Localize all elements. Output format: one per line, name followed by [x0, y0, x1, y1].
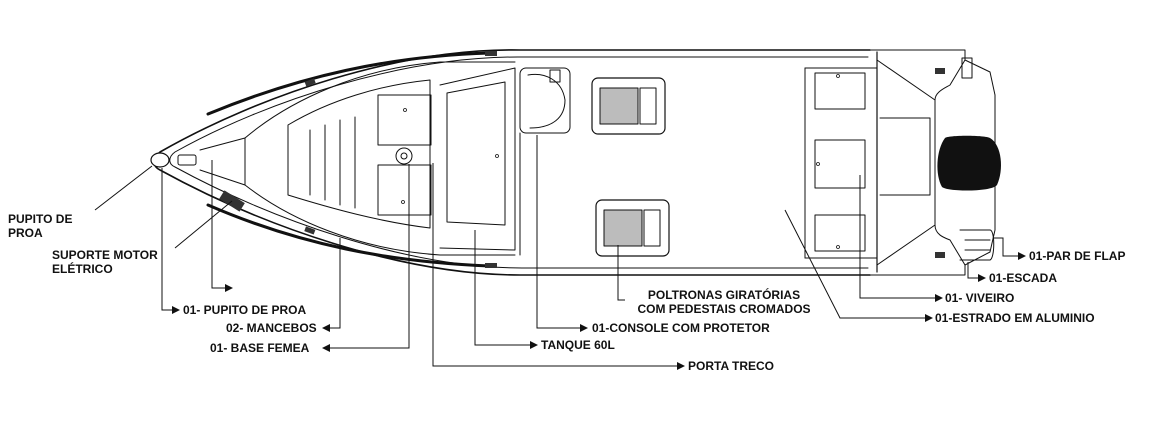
storage-lid-bottom — [377, 164, 432, 216]
motor — [937, 135, 1002, 191]
label-par-de-flap: 01-PAR DE FLAP — [1029, 249, 1126, 263]
bow-deck-line-top — [199, 137, 246, 151]
seat-top — [591, 77, 666, 135]
gunwale-rail-top — [206, 51, 492, 116]
label-suporte-motor: SUPORTE MOTOR ELÉTRICO — [52, 248, 158, 276]
gunwale-rail-bottom — [206, 203, 492, 268]
console-protector — [519, 67, 571, 134]
label-pupito-de-proa-left: PUPITO DE PROA — [8, 212, 73, 240]
label-tanque: TANQUE 60L — [541, 338, 615, 352]
label-porta-treco: PORTA TRECO — [688, 359, 774, 373]
ladder — [959, 229, 995, 261]
bow-pulpit — [150, 152, 170, 168]
aft-deck-panel — [804, 67, 878, 259]
deck-outline — [244, 61, 516, 256]
label-poltronas: POLTRONAS GIRATÓRIAS COM PEDESTAIS CROMA… — [637, 288, 811, 316]
label-console: 01-CONSOLE COM PROTETOR — [592, 321, 770, 335]
viveiro-mid — [814, 139, 866, 189]
label-pupito-de-proa: 01- PUPITO DE PROA — [183, 303, 307, 317]
label-viveiro: 01- VIVEIRO — [945, 291, 1015, 305]
bow-deck-line-bottom — [199, 169, 246, 186]
seat-bottom — [595, 199, 670, 257]
base-femea-socket — [395, 147, 413, 165]
front-hatch — [287, 79, 431, 229]
tank-hatch — [446, 81, 506, 226]
viveiro-top — [814, 72, 866, 110]
storage-lid-top — [377, 94, 432, 146]
label-base-femea: 01- BASE FEMEA — [210, 341, 310, 355]
hull-inner-line — [169, 56, 869, 269]
label-escada: 01-ESCADA — [989, 271, 1058, 285]
label-estrado: 01-ESTRADO EM ALUMINIO — [935, 311, 1095, 325]
hull-outline — [153, 49, 871, 276]
viveiro-bottom — [814, 214, 866, 252]
label-mancebos: 02- MANCEBOS — [226, 321, 317, 335]
